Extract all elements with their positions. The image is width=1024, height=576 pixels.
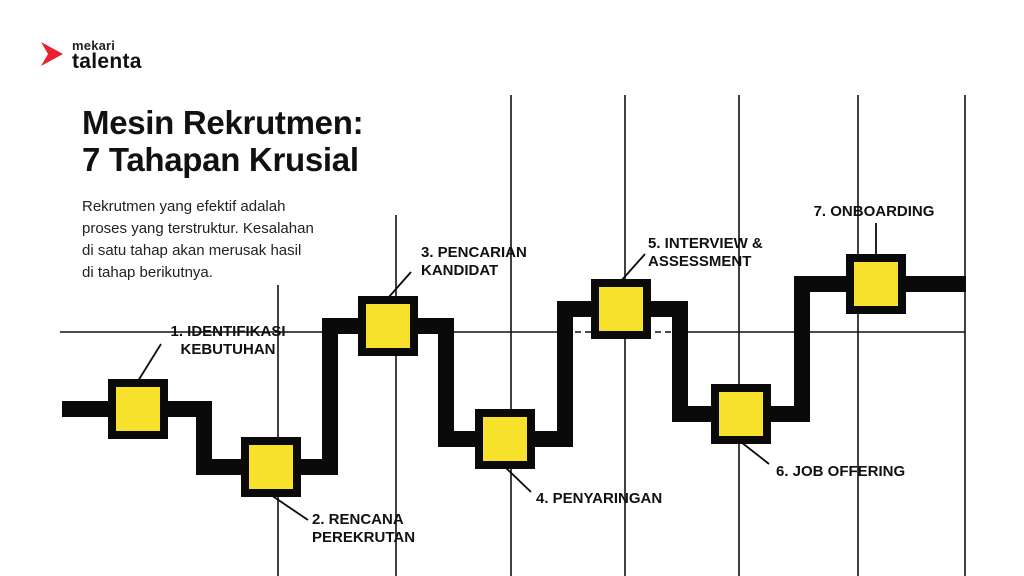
step-label-5-line-2: ASSESSMENT — [648, 253, 751, 270]
step-node-6 — [711, 384, 771, 444]
step-label-1: 1. IDENTIFIKASI — [170, 323, 285, 340]
step-label-5: 5. INTERVIEW & — [648, 235, 763, 252]
step-label-3-line-2: KANDIDAT — [421, 262, 498, 279]
brand-logo: mekari talenta — [38, 38, 178, 78]
step-label-4: 4. PENYARINGAN — [536, 490, 662, 507]
step-node-5 — [591, 279, 651, 339]
brand-small-text: mekari — [72, 38, 116, 53]
description-line: proses yang terstruktur. Kesalahan — [82, 220, 314, 237]
leader-line-step-2 — [270, 494, 309, 521]
leader-lines — [137, 223, 877, 521]
step-node-4 — [475, 409, 535, 469]
step-label-2: 2. RENCANA — [312, 511, 404, 528]
step-label-3: 3. PENCARIAN — [421, 244, 527, 261]
leader-line-step-1 — [137, 343, 162, 382]
description-line: di tahap berikutnya. — [82, 264, 213, 281]
page-title: Mesin Rekrutmen: 7 Tahapan Krusial — [82, 104, 364, 178]
title-line-2: 7 Tahapan Krusial — [82, 141, 359, 178]
brand-name: talenta — [72, 50, 142, 73]
leader-line-step-4 — [504, 466, 532, 493]
leader-line-step-3 — [387, 271, 412, 299]
step-node-1 — [108, 379, 168, 439]
step-node-7 — [846, 254, 906, 314]
brand-arrow-icon — [41, 42, 63, 66]
step-node-3 — [358, 296, 418, 356]
step-nodes — [108, 254, 906, 497]
description-line: di satu tahap akan merusak hasil — [82, 242, 302, 259]
step-label-1-line-2: KEBUTUHAN — [181, 341, 276, 358]
leader-line-step-6 — [740, 441, 770, 465]
step-node-2 — [241, 437, 301, 497]
description: Rekrutmen yang efektif adalah proses yan… — [82, 196, 382, 284]
description-line: Rekrutmen yang efektif adalah — [82, 198, 286, 215]
step-label-2-line-2: PEREKRUTAN — [312, 529, 415, 546]
step-label-7: 7. ONBOARDING — [814, 203, 935, 220]
grid-lines — [60, 95, 966, 576]
leader-line-step-5 — [620, 253, 646, 282]
title-line-1: Mesin Rekrutmen: — [82, 104, 364, 141]
step-label-6: 6. JOB OFFERING — [776, 463, 905, 480]
